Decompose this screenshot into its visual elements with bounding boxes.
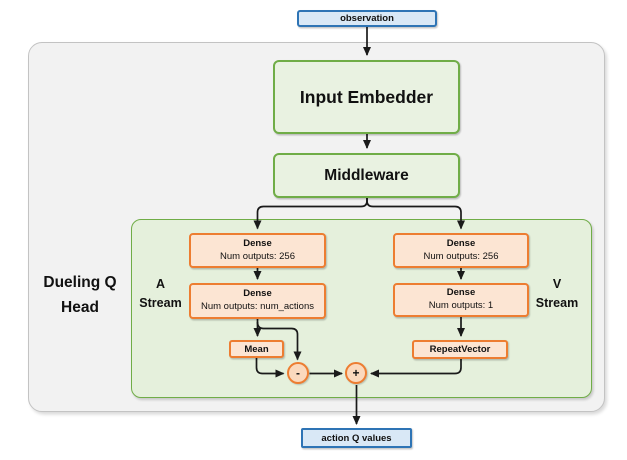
dense-a2-subtitle: Num outputs: num_actions — [200, 301, 314, 312]
input-embedder-label: Input Embedder — [299, 86, 434, 107]
dueling-q-head-label: Dueling Q Head — [30, 271, 130, 321]
dense-a1-node: Dense Num outputs: 256 — [189, 233, 326, 268]
dense-v1-node: Dense Num outputs: 256 — [393, 233, 529, 268]
plus-operator-node: + — [345, 362, 367, 384]
v-stream-label-line2: Stream — [535, 295, 579, 310]
input-embedder-node: Input Embedder — [273, 60, 460, 134]
middleware-label: Middleware — [324, 166, 409, 184]
v-stream-label: V Stream — [527, 275, 587, 313]
observation-label: observation — [340, 13, 394, 24]
minus-operator-node: - — [287, 362, 309, 384]
mean-label: Mean — [244, 343, 269, 355]
dense-v2-title: Dense — [446, 287, 476, 299]
repeat-vector-node: RepeatVector — [412, 340, 508, 359]
mean-node: Mean — [229, 340, 284, 358]
dueling-q-head-label-line1: Dueling Q — [43, 274, 117, 291]
dense-v2-node: Dense Num outputs: 1 — [393, 283, 529, 317]
action-q-values-node: action Q values — [301, 428, 412, 448]
a-stream-label-line2: Stream — [139, 295, 182, 310]
a-stream-label-line1: A — [155, 277, 166, 291]
observation-node: observation — [297, 10, 437, 27]
dense-v1-subtitle: Num outputs: 256 — [423, 250, 499, 262]
middleware-node: Middleware — [273, 153, 460, 198]
repeat-vector-label: RepeatVector — [429, 344, 491, 355]
v-stream-label-line1: V — [552, 277, 562, 291]
a-stream-label: A Stream — [132, 275, 189, 313]
dense-v1-title: Dense — [446, 237, 476, 249]
dense-a1-subtitle: Num outputs: 256 — [220, 250, 295, 262]
dense-v2-subtitle: Num outputs: 1 — [428, 300, 494, 311]
minus-operator-label: - — [296, 366, 300, 380]
dense-a2-title: Dense — [243, 288, 272, 300]
dense-a2-node: Dense Num outputs: num_actions — [189, 283, 326, 319]
plus-operator-label: + — [352, 366, 360, 380]
action-q-values-label: action Q values — [321, 432, 392, 444]
dueling-q-head-label-line2: Head — [61, 298, 99, 316]
dense-a1-title: Dense — [243, 237, 272, 249]
